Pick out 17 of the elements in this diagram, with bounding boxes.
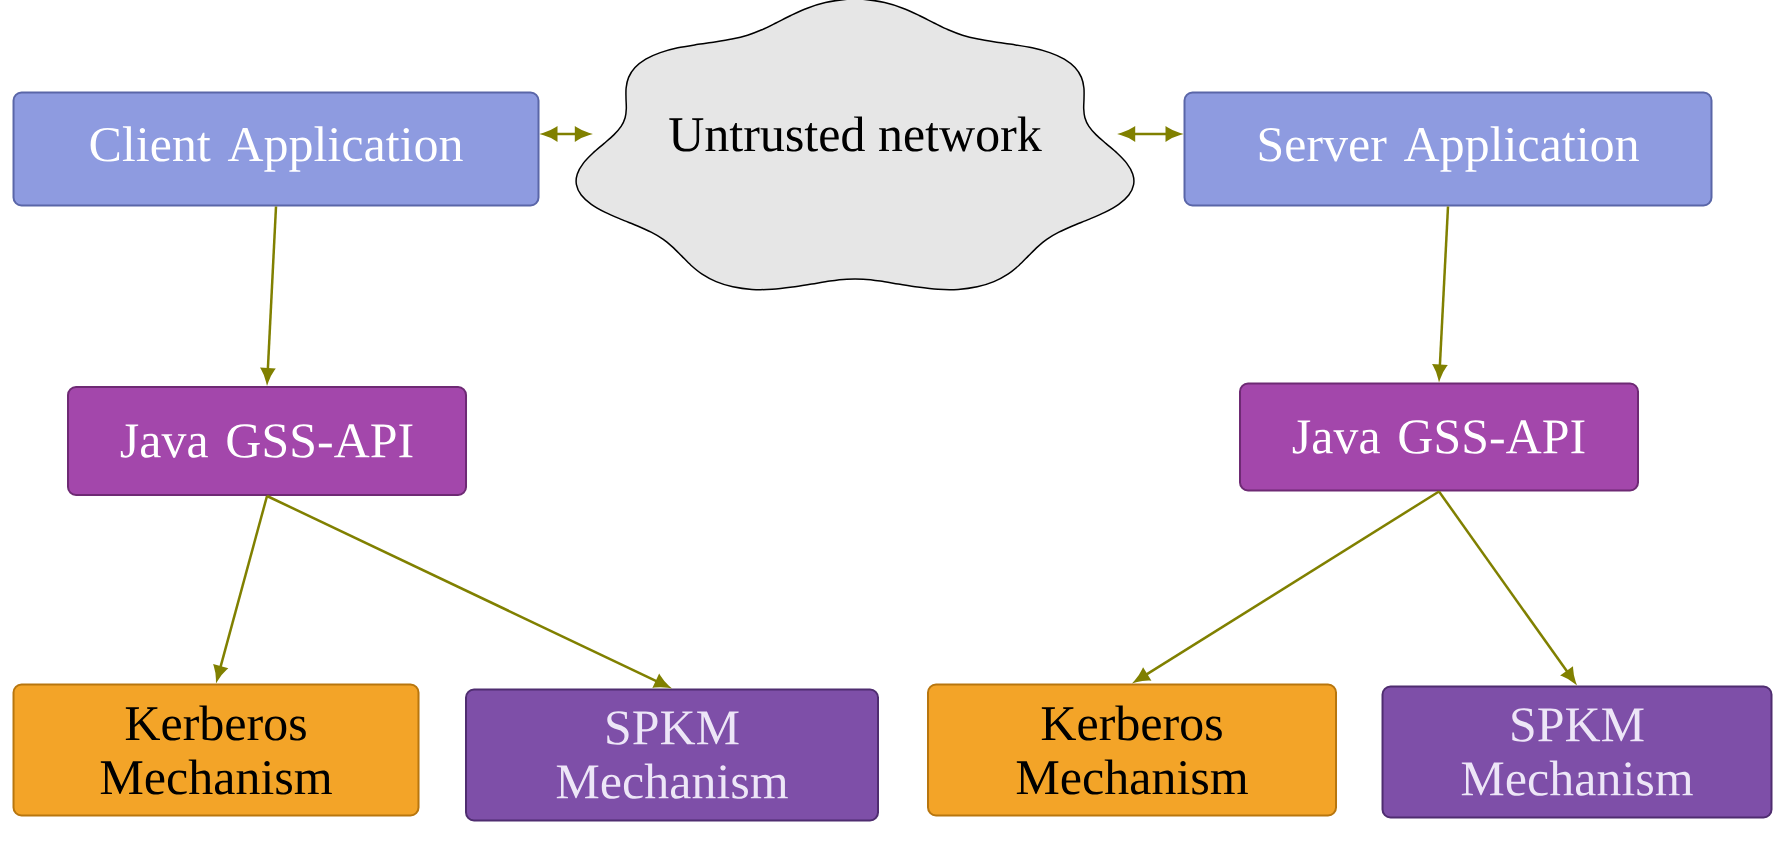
api-box: Java GSS-API xyxy=(67,386,467,496)
arrow xyxy=(542,127,590,141)
mechanism-box: SPKM Mechanism xyxy=(465,688,879,822)
arrow xyxy=(1438,490,1576,684)
api-box: Java GSS-API xyxy=(1239,382,1639,492)
arrow xyxy=(1134,490,1440,683)
application-box: Server Application xyxy=(1183,91,1713,207)
mechanism-box: SPKM Mechanism xyxy=(1381,685,1773,819)
arrow xyxy=(261,206,278,383)
arrow xyxy=(213,495,269,681)
arrow xyxy=(266,494,670,688)
application-box: Client Application xyxy=(12,91,540,207)
arrow xyxy=(1120,127,1181,141)
cloud: Untrusted network xyxy=(575,0,1135,291)
arrow xyxy=(1433,206,1450,380)
mechanism-box: Kerberos Mechanism xyxy=(927,683,1337,817)
mechanism-box: Kerberos Mechanism xyxy=(12,683,420,817)
